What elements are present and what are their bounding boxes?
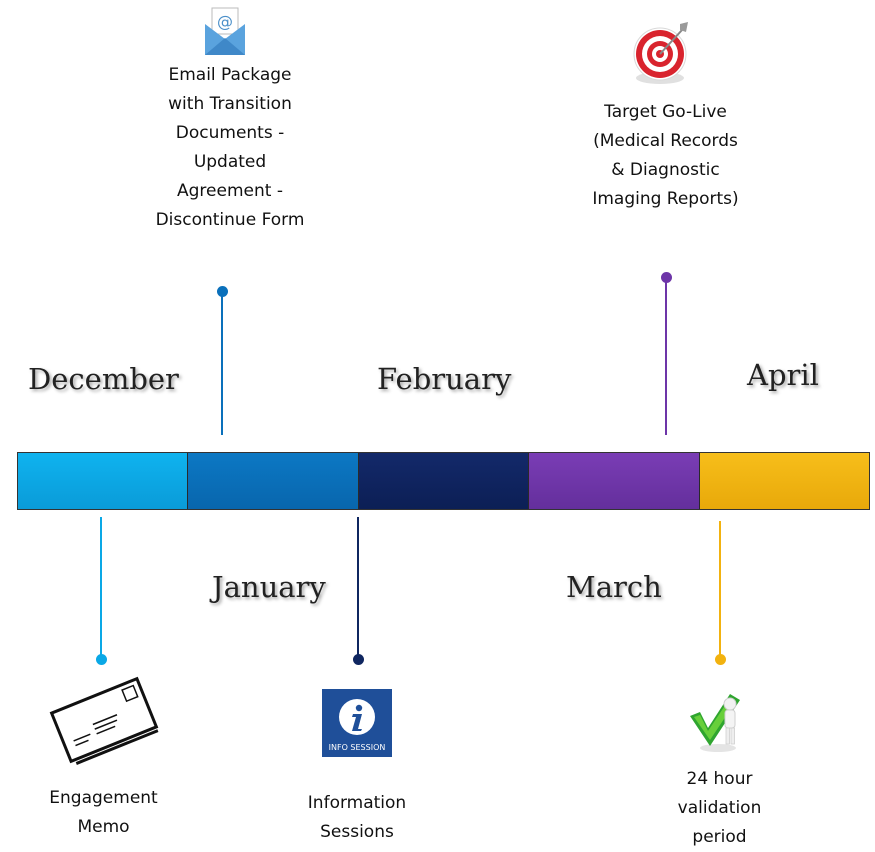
engagement-memo-dot bbox=[96, 654, 107, 665]
validation-period-dot bbox=[715, 654, 726, 665]
month-december: December bbox=[28, 362, 179, 396]
validation-period-stem bbox=[719, 521, 721, 660]
timeline-bar bbox=[17, 452, 870, 510]
month-march: March bbox=[566, 570, 662, 604]
svg-text:@: @ bbox=[217, 12, 233, 31]
target-go-live-stem bbox=[665, 278, 667, 435]
month-february: February bbox=[377, 362, 512, 396]
target-go-live-dot bbox=[661, 272, 672, 283]
timeline-segment-february bbox=[358, 453, 530, 509]
information-sessions-stem bbox=[357, 517, 359, 660]
checkmark-person-icon bbox=[686, 690, 746, 758]
information-sessions-dot bbox=[353, 654, 364, 665]
information-sessions-label: Information Sessions bbox=[307, 793, 407, 842]
email-package-dot bbox=[217, 286, 228, 297]
email-package-label: Email Package with Transition Documents … bbox=[155, 65, 305, 230]
engagement-memo-stem bbox=[100, 517, 102, 660]
target-bullseye-icon bbox=[630, 20, 694, 90]
timeline-segment-january bbox=[188, 453, 359, 509]
timeline-segment-march bbox=[529, 453, 700, 509]
timeline-segment-april bbox=[699, 453, 870, 509]
memo-envelope-icon bbox=[46, 672, 162, 772]
month-april: April bbox=[747, 358, 819, 392]
svg-text:INFO SESSION: INFO SESSION bbox=[329, 743, 386, 752]
timeline-segment-december bbox=[18, 453, 189, 509]
month-january: January bbox=[212, 570, 326, 604]
email-package-stem bbox=[221, 292, 223, 435]
info-session-icon: INFO SESSION bbox=[322, 689, 392, 761]
target-go-live-label: Target Go-Live (Medical Records & Diagno… bbox=[592, 102, 739, 209]
email-envelope-icon: @ bbox=[204, 6, 246, 60]
engagement-memo-label: Engagement Memo bbox=[49, 788, 158, 837]
validation-period-label: 24 hour validation period bbox=[677, 769, 762, 847]
